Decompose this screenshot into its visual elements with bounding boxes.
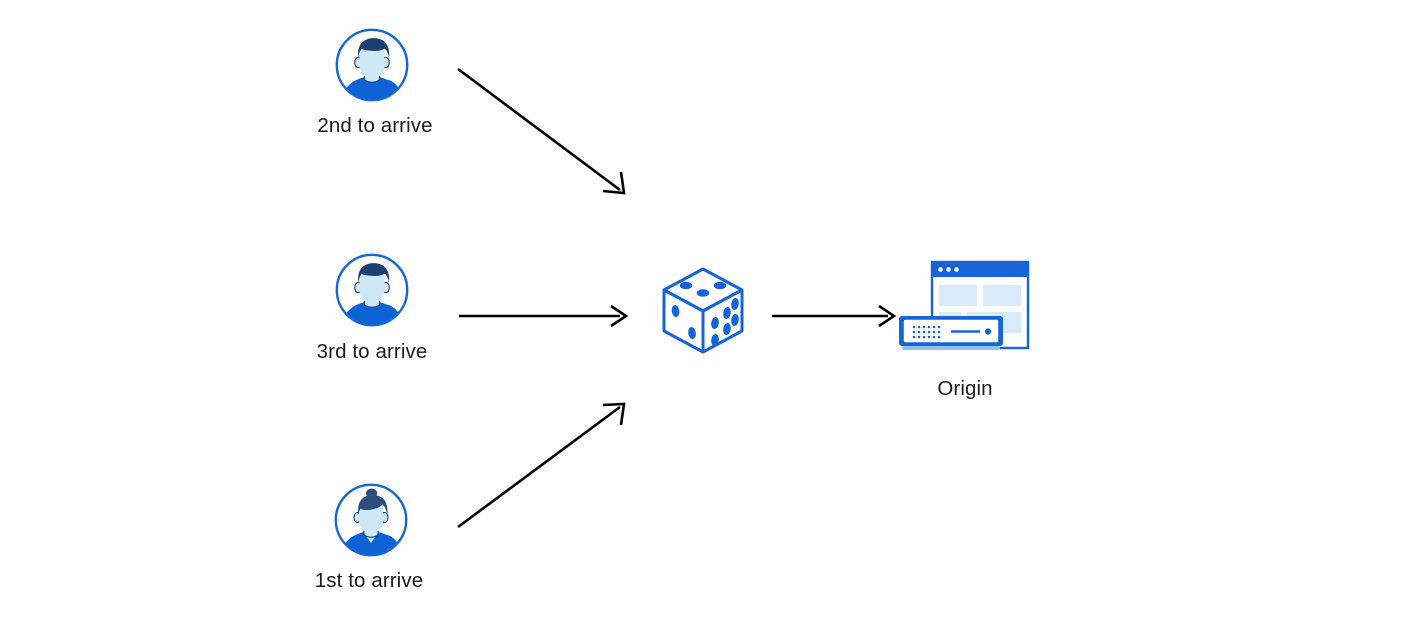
arrow-1st-to-dice [457,402,626,529]
node-label-client-2nd: 2nd to arrive [317,114,433,137]
user-avatar-icon [334,27,410,103]
user-avatar-icon [334,252,410,328]
node-label-origin: Origin [937,377,993,400]
arrow-dice-to-origin [772,304,897,328]
node-label-client-3rd: 3rd to arrive [316,340,428,363]
origin-server-icon [893,258,1038,363]
arrow-3rd-to-dice [459,304,629,328]
node-label-client-1st: 1st to arrive [314,569,424,592]
dice-icon [658,263,748,358]
user-avatar-long-hair-icon [333,482,409,558]
server-device-icon [899,316,1003,350]
